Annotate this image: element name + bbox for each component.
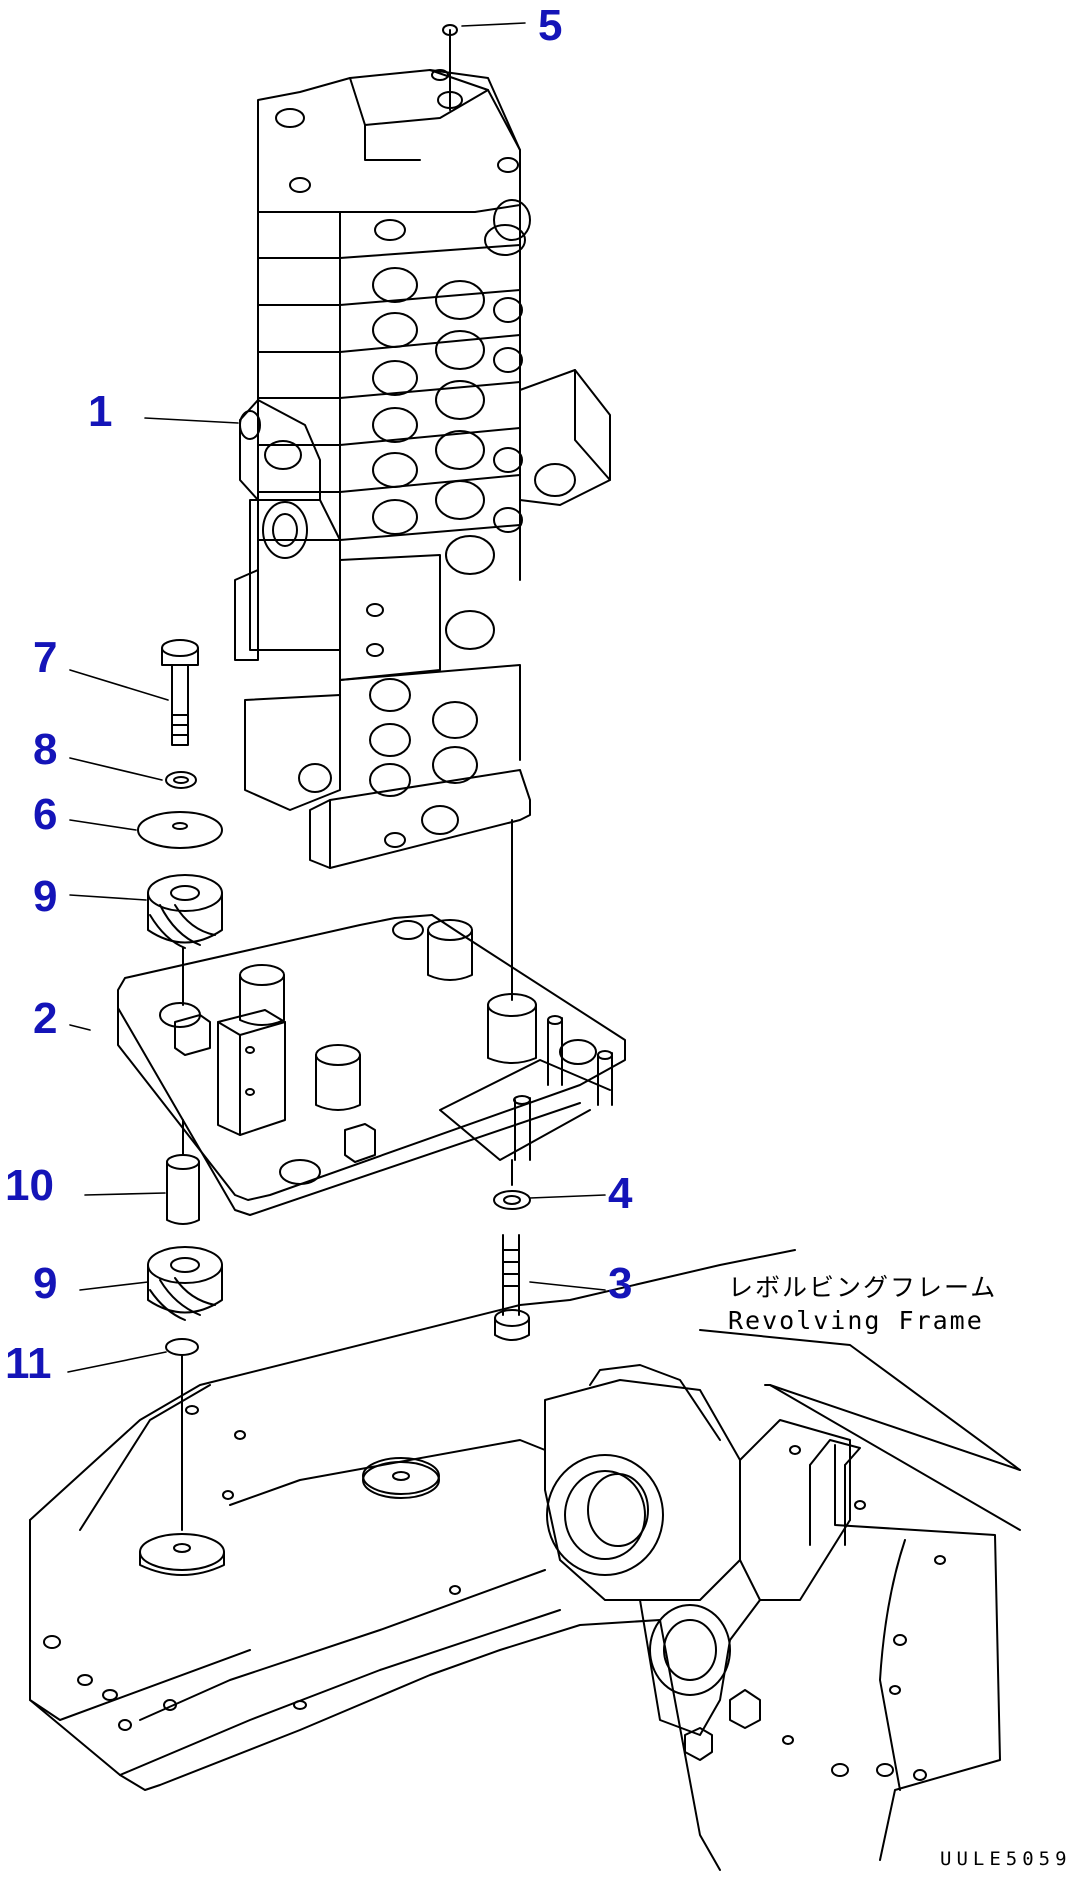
cushion-9-upper — [147, 874, 223, 949]
callout-3: 3 — [608, 1259, 633, 1308]
callout-4: 4 — [608, 1169, 633, 1218]
cushion-9-lower — [147, 1246, 223, 1321]
callout-6: 6 — [33, 790, 58, 839]
bolt-3 — [494, 1234, 530, 1341]
drawing-code: UULE5059 — [940, 1848, 1072, 1870]
washer-4 — [493, 1190, 531, 1210]
callout-11: 11 — [5, 1339, 52, 1388]
callout-1: 1 — [88, 387, 113, 436]
mounting-bolt-7 — [161, 639, 199, 746]
callout-7: 7 — [33, 633, 58, 682]
collar-10 — [166, 1154, 200, 1225]
spool-caps — [372, 199, 531, 650]
caption-english: Revolving Frame — [728, 1306, 984, 1335]
plug-11 — [165, 1338, 199, 1356]
callout-9-upper: 9 — [33, 872, 58, 921]
caption-japanese: レボルビングフレーム — [728, 1273, 998, 1302]
callout-2: 2 — [33, 994, 58, 1043]
callout-10: 10 — [5, 1161, 54, 1210]
callout-9-lower: 9 — [33, 1259, 58, 1308]
leader-lines — [67, 22, 606, 1373]
base-plate — [117, 914, 626, 1216]
control-valve — [234, 24, 611, 1001]
callout-5: 5 — [538, 1, 563, 50]
callout-8: 8 — [33, 725, 58, 774]
washer-8 — [165, 771, 197, 789]
revolving-frame — [29, 1249, 1021, 1871]
plate-6 — [137, 811, 223, 849]
